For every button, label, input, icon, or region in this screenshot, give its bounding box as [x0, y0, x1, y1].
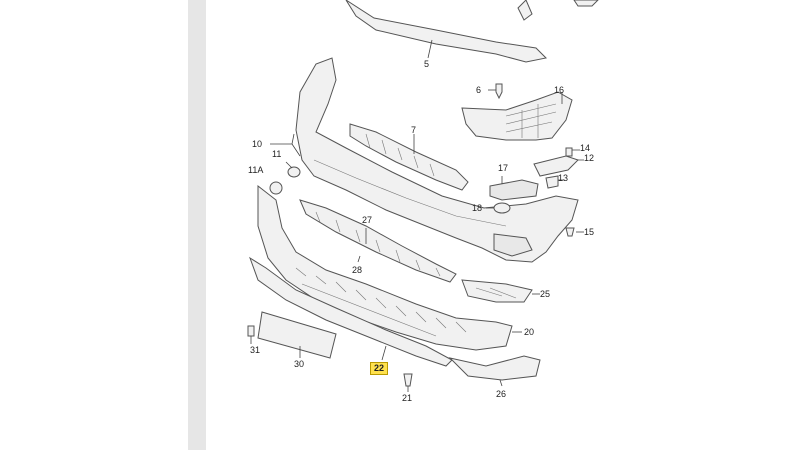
part-21-bolt	[403, 373, 413, 392]
part-27-grille-strip	[299, 199, 457, 283]
callout-12: 12	[584, 153, 595, 163]
part-7-guide	[349, 123, 469, 191]
part-26-side-trim	[448, 355, 541, 387]
callout-25: 25	[540, 289, 551, 299]
callout-5: 5	[424, 59, 430, 69]
part-12-bracket	[533, 147, 584, 189]
callout-21: 21	[402, 393, 413, 403]
right-margin	[618, 0, 800, 450]
callout-16: 16	[554, 85, 565, 95]
part-5-upper-strip	[345, 0, 599, 63]
callout-10: 10	[252, 139, 263, 149]
callout-27: 27	[362, 215, 373, 225]
callout-11: 11	[272, 149, 282, 159]
callout-17: 17	[498, 163, 509, 173]
callout-13: 13	[558, 173, 569, 183]
callout-15: 15	[584, 227, 595, 237]
callout-30: 30	[294, 359, 305, 369]
callout-14: 14	[580, 143, 591, 153]
part-17-sensor-holder	[486, 176, 539, 214]
part-22-spoiler-lip	[249, 256, 453, 367]
left-margin	[0, 0, 188, 450]
exploded-parts-diagram: 5 6 7 10 11 11A 12 13 14 15 16 17 18 20 …	[206, 0, 618, 450]
callout-26: 26	[496, 389, 507, 399]
callout-22-highlighted[interactable]: 22	[370, 362, 389, 375]
callout-6: 6	[476, 85, 482, 95]
part-30-plate-holder	[257, 311, 337, 359]
callout-7: 7	[411, 125, 417, 135]
viewer-side-strip	[188, 0, 206, 450]
part-15-screw	[565, 227, 584, 237]
callout-11a: 11A	[248, 165, 264, 175]
callout-31: 31	[250, 345, 261, 355]
part-6-clip	[488, 83, 503, 100]
part-31-clip	[247, 325, 255, 344]
part-20-lower-grille	[257, 184, 522, 351]
callout-18: 18	[472, 203, 483, 213]
callout-28: 28	[352, 265, 363, 275]
bumper-exploded-view	[247, 0, 599, 392]
part-16-bracket	[461, 91, 573, 141]
callout-20: 20	[524, 327, 535, 337]
part-25-trim	[461, 279, 540, 303]
part-11-caps	[269, 161, 301, 195]
